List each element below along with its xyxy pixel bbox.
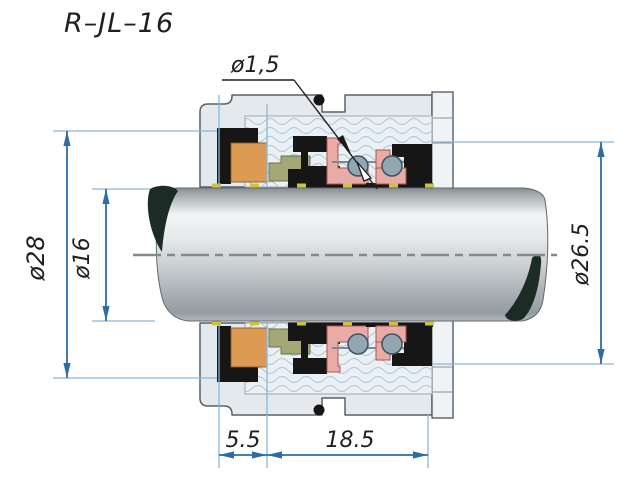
dim-label-shaft-diameter: ø16: [70, 237, 95, 279]
set-screw-dot: [313, 94, 325, 106]
dim-label-outer-diameter: ø28: [22, 235, 50, 281]
shaft: [133, 183, 557, 326]
seat-cup-elastomer: [217, 128, 258, 184]
hole-leader: [222, 79, 378, 190]
dim-label-hole-diameter: ø1,5: [230, 53, 279, 78]
stationary-seat: [230, 142, 268, 183]
spring-coil-2: [381, 155, 403, 177]
drive-collar: [366, 144, 432, 186]
dim-label-bore-diameter: ø26.5: [569, 223, 594, 286]
seal-cartridge-upper-half: [199, 91, 454, 256]
bellows-shaft-strip: [288, 183, 433, 188]
shaft-end-shadow-right: [505, 253, 542, 321]
contact-marks: [212, 183, 434, 326]
shaft-end-shadow-left: [147, 185, 178, 252]
extension-lines: [53, 95, 614, 468]
dim-label-seat-width: 5.5: [226, 428, 261, 453]
leader-arrow-filled: [337, 135, 351, 154]
drawing-title: R–JL–16: [64, 8, 174, 39]
dimension-arrows: [63, 131, 605, 459]
leader-arrow-open: [356, 161, 373, 182]
dim-label-seal-length: 18.5: [326, 428, 375, 453]
